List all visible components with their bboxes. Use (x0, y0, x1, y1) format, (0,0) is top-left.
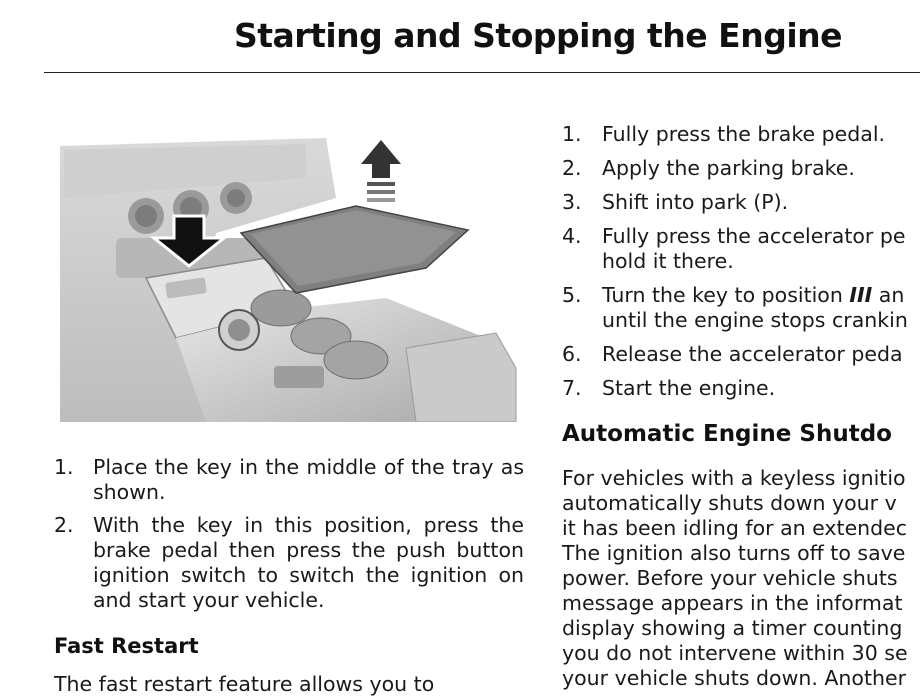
step-text: Release the accelerator peda (602, 342, 903, 366)
list-item: 7. Start the engine. (562, 376, 920, 401)
step-number: 3. (562, 190, 582, 214)
step-number: 7. (562, 376, 582, 400)
step-text: Apply the parking brake. (602, 156, 855, 180)
step-line: Turn the key to position (602, 283, 850, 307)
list-item: 2. With the key in this position, press … (54, 513, 524, 613)
automatic-engine-shutdown-heading: Automatic Engine Shutdo (562, 421, 892, 447)
paragraph-line: power. Before your vehicle shuts (562, 566, 898, 590)
step-line: until the engine stops crankin (602, 308, 908, 332)
paragraph-line: you do not intervene within 30 se (562, 641, 908, 665)
step-number: 5. (562, 283, 582, 307)
left-step-list: 1. Place the key in the middle of the tr… (54, 455, 524, 621)
center-console-key-tray-illustration (56, 138, 520, 422)
step-line: Fully press the accelerator pe (602, 224, 906, 248)
right-step-list: 1. Fully press the brake pedal. 2. Apply… (562, 122, 920, 410)
title-rule (44, 72, 920, 73)
step-number: 2. (54, 513, 74, 537)
fast-restart-heading: Fast Restart (54, 634, 199, 658)
step-number: 1. (562, 122, 582, 146)
step-text: Start the engine. (602, 376, 776, 400)
step-number: 1. (54, 455, 74, 479)
fast-restart-text: The fast restart feature allows you to (54, 672, 435, 696)
step-text: Fully press the brake pedal. (602, 122, 886, 146)
step-text: With the key in this position, press the… (93, 513, 524, 612)
automatic-shutdown-paragraph: For vehicles with a keyless ignitio auto… (562, 466, 920, 691)
paragraph-line: display showing a timer counting (562, 616, 903, 640)
list-item: 2. Apply the parking brake. (562, 156, 920, 181)
step-number: 2. (562, 156, 582, 180)
list-item: 1. Place the key in the middle of the tr… (54, 455, 524, 505)
page-title: Starting and Stopping the Engine (234, 16, 843, 55)
console-illustration-svg (60, 138, 517, 422)
list-item: 3. Shift into park (P). (562, 190, 920, 215)
step-line: hold it there. (602, 249, 734, 273)
paragraph-line: your vehicle shuts down. Another (562, 666, 907, 690)
paragraph-line: For vehicles with a keyless ignitio (562, 466, 906, 490)
step-text: Place the key in the middle of the tray … (93, 455, 524, 504)
paragraph-line: The ignition also turns off to save (562, 541, 906, 565)
step-line: an (872, 283, 905, 307)
list-item: 6. Release the accelerator peda (562, 342, 920, 367)
paragraph-line: it has been idling for an extendec (562, 516, 908, 540)
step-text: Shift into park (P). (602, 190, 789, 214)
paragraph-line: automatically shuts down your v (562, 491, 897, 515)
key-position-label: III (849, 283, 873, 307)
step-number: 6. (562, 342, 582, 366)
step-number: 4. (562, 224, 582, 248)
paragraph-line: message appears in the informat (562, 591, 903, 615)
list-item: 1. Fully press the brake pedal. (562, 122, 920, 147)
